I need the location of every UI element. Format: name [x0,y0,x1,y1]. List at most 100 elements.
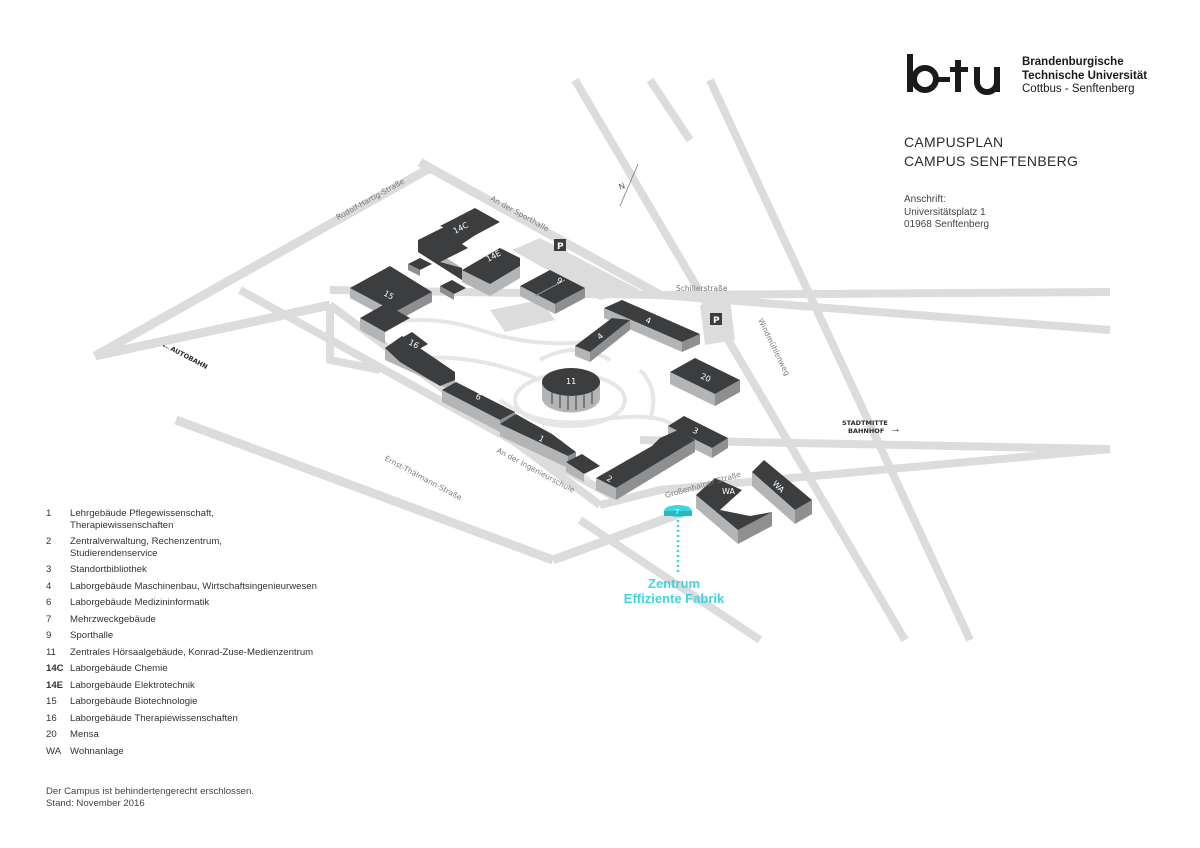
building-wa-2[interactable]: WA [752,460,812,524]
road-inner-west [238,286,622,504]
btu-logo [907,54,1000,95]
legend-number: 14E [46,679,64,691]
parking-area-center [490,300,555,332]
label-3: 3 [691,426,700,436]
label-9: 9 [555,276,564,286]
legend-text: Laborgebäude Therapiewissenschaften [70,713,238,725]
university-name-line1: Brandenburgische [1022,56,1124,68]
legend-text-line1: Zentrales Hörsaalgebäude, Konrad-Zuse-Me… [70,646,314,658]
legend-text-line1: Laborgebäude Maschinenbau, Wirtschaftsin… [70,580,317,592]
building-20[interactable]: 20 [670,358,740,406]
legend-text-line1: Mehrzweckgebäude [70,613,156,625]
label-15: 15 [382,289,395,302]
legend-text: Laborgebäude Chemie [70,663,168,675]
direction-autobahn-label: AUTOBAHN [169,345,209,371]
title-line1: CAMPUSPLAN [904,134,1004,150]
direction-stadtmitte: STADTMITTE BAHNHOF → [842,419,901,435]
road-sporthalle [427,164,663,299]
legend-number: 1 [46,508,52,519]
building-2[interactable]: 2 [596,430,695,500]
legend-row: 3 Standortbibliothek [46,564,406,576]
road-rudolf [92,164,433,360]
university-name-line2: Technische Universität [1022,69,1148,82]
road-south [577,516,763,644]
building-11[interactable]: 11 [542,368,600,413]
legend-text: Laborgebäude Medizininformatik [70,597,209,609]
address-city: 01968 Senftenberg [904,219,990,230]
building-4[interactable]: 4 [604,300,700,352]
north-label: N [618,181,627,192]
road-ernst-east [551,505,692,565]
parking-label-1: P [557,242,564,252]
legend-text-line1: Standortbibliothek [70,564,147,575]
road-schiller-east [659,291,1111,334]
street-rudolf: Rudolf-Hartig-Straße [335,177,407,222]
building-7[interactable]: 7 [664,505,692,517]
legend-number: 11 [46,646,56,658]
legend-row: 14E Laborgebäude Elektrotechnik [46,680,406,692]
parking-area-north [512,238,640,300]
legend-text-line1: Laborgebäude Medizininformatik [70,597,210,608]
label-11: 11 [566,377,576,386]
legend-number: 2 [46,536,52,547]
footnote-accessibility: Der Campus ist behindertengerecht erschl… [46,786,254,797]
legend-text: Laborgebäude Biotechnologie [70,696,198,708]
legend-text-line1: Sporthalle [70,630,114,641]
highlight-label[interactable]: Zentrum Effiziente Fabrik [606,576,742,606]
highlight-label-line2: Effiziente Fabrik [623,591,725,606]
building-15[interactable]: 15 [350,266,432,344]
street-sporthalle: An der Sporthalle [489,194,551,234]
road-ernst [174,415,555,565]
parking-sign-1: P [554,239,566,252]
legend-text-line1: Wohnanlage [70,745,124,757]
building-14c[interactable]: 14C [418,208,500,280]
legend-text-line1: Laborgebäude Therapiewissenschaften [70,712,238,724]
svg-text:→: → [890,423,901,435]
legend-text: Sporthalle [70,630,113,642]
building-1[interactable]: 1 [500,414,600,482]
legend-text: Standortbibliothek [70,564,147,576]
building-small-b [440,280,466,294]
university-name: Brandenburgische Technische Universität … [1022,56,1147,97]
direction-stadtmitte-label: STADTMITTE [842,419,888,427]
direction-bahnhof-label: BAHNHOF [848,427,884,435]
road-north-diag [571,77,909,643]
legend-number: 14C [46,663,64,674]
legend-number: 15 [46,696,57,707]
address-label: Anschrift: [904,194,946,205]
building-wa-1[interactable]: WA [696,478,772,544]
building-14e[interactable]: 14E [462,248,520,296]
legend-text: Wohnanlage [70,746,124,758]
legend-text-line1: Laborgebäude Elektrotechnik [70,679,195,691]
legend-text: Zentrales Hörsaalgebäude, Konrad-Zuse-Me… [70,647,313,659]
label-wa1: WA [722,487,735,496]
footnote: Der Campus ist behindertengerecht erschl… [46,786,254,809]
building-9[interactable]: 9 [520,270,585,314]
building-4-wing[interactable]: 4 [575,318,630,362]
road-west-loop [326,305,381,374]
page-title: CAMPUSPLAN CAMPUS SENFTENBERG [904,133,1078,171]
legend-text-line1: Laborgebäude Chemie [70,663,168,674]
direction-autobahn: ← AUTOBAHN [159,338,209,371]
label-2: 2 [605,474,614,484]
parking-label-2: P [713,316,720,326]
legend-number: 3 [46,564,52,575]
address-street: Universitätsplatz 1 [904,206,986,218]
legend-number: 16 [46,712,57,724]
legend-number: WA [46,745,62,757]
road-grossenhainer [599,445,1111,509]
legend-row: 11 Zentrales Hörsaalgebäude, Konrad-Zuse-… [46,647,406,659]
legend-text-line1: Lehrgebäude Pflegewissenschaft, [70,508,215,519]
highlight-label-line1: Zentrum [648,576,700,591]
building-16[interactable]: 16 [385,332,455,392]
legend-text: Laborgebäude Elektrotechnik [70,680,195,692]
legend-text-line1: Laborgebäude Biotechnologie [70,696,198,707]
address-block: Anschrift: Universitätsplatz 1 01968 Sen… [904,194,989,232]
legend-text-line1: Zentralverwaltung, Rechenzentrum, [70,536,222,547]
